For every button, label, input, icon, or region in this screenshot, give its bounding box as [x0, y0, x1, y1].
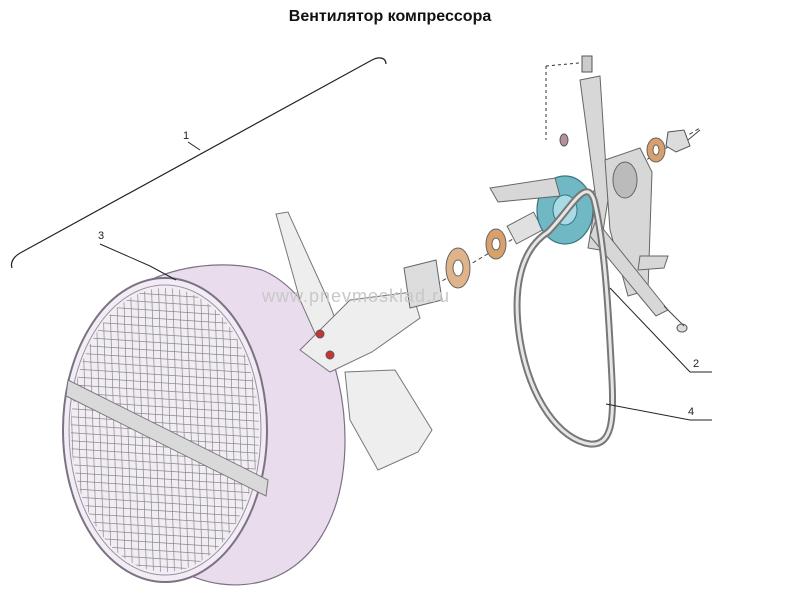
- grille-wire: [71, 439, 259, 455]
- drive-belt-inner: [515, 190, 615, 446]
- callout-2: 2: [693, 358, 700, 370]
- grille-wire: [71, 487, 259, 503]
- grille-wire: [71, 471, 259, 487]
- grille-wire: [71, 383, 259, 399]
- grille-wire: [192, 288, 204, 572]
- grille-wire: [71, 511, 259, 527]
- grille-wire: [71, 375, 259, 391]
- diagram-title: Вентилятор компрессора: [288, 8, 492, 25]
- shaft-flange: [403, 211, 544, 309]
- grille-wire: [71, 351, 259, 367]
- grille-wire: [71, 503, 259, 519]
- grille-wire: [164, 288, 176, 572]
- callout-1: 1: [183, 130, 190, 142]
- grille-wire: [199, 288, 211, 572]
- grille-wire: [71, 479, 259, 495]
- grille-wire: [71, 367, 259, 383]
- grille-wire: [71, 495, 259, 511]
- grille-wire: [71, 447, 259, 463]
- grille-wire: [71, 343, 259, 359]
- grille-wire: [213, 288, 225, 572]
- grille-wire: [115, 288, 127, 572]
- grille-wire: [101, 288, 113, 572]
- mount-bracket: [579, 75, 669, 317]
- watermark: www.pnevmosklad.ru: [262, 286, 451, 306]
- leader-lines: [99, 141, 712, 421]
- grille-wire: [206, 288, 218, 572]
- grille-wire: [60, 584, 270, 598]
- grille-wire: [122, 288, 134, 572]
- callout-3: 3: [98, 230, 105, 242]
- fastener-parts: [545, 55, 701, 333]
- grille-wire: [71, 415, 259, 431]
- grille-wire: [71, 335, 259, 351]
- grille-wire: [171, 288, 183, 572]
- callout-4: 4: [688, 406, 695, 418]
- assembly-bracket: [10, 57, 387, 269]
- grille-wire: [71, 359, 259, 375]
- mount-bolts: [315, 329, 335, 360]
- fan-housing: [62, 264, 346, 586]
